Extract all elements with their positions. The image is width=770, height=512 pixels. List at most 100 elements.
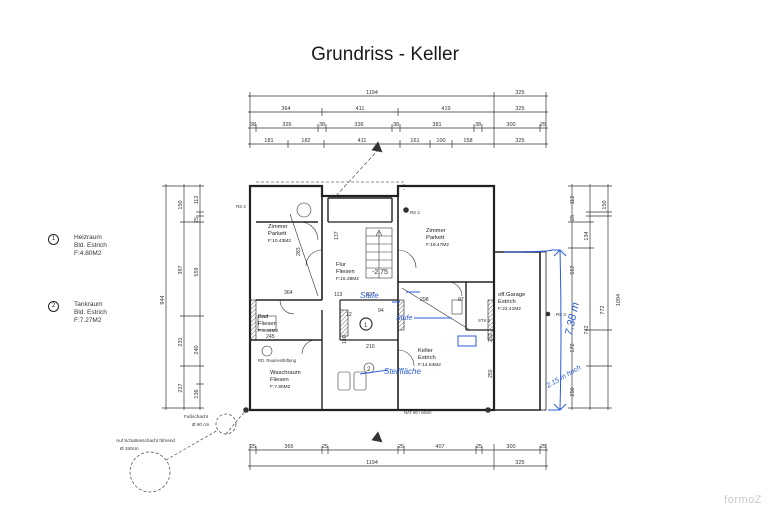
section-lines [289, 141, 471, 443]
left-dimension-lines [162, 184, 204, 410]
handwriting-stufe: Stufe [360, 291, 379, 300]
bottom-dim-label: 365 [284, 444, 293, 450]
right-dim-label: 112 [570, 196, 576, 205]
right-dim-label: 250 [570, 387, 576, 396]
room-name-waschraum: Waschraum [270, 370, 301, 376]
room-circle-number: 2 [367, 367, 371, 373]
right-dim-label: 557 [570, 265, 576, 274]
page-title: Grundriss - Keller [311, 44, 459, 65]
annotation-schacht-d: Ø 60 cm [192, 422, 210, 427]
room-name-bad: Bad [258, 314, 268, 320]
handwriting-stufe-2: Stufe [396, 315, 412, 322]
legend-room-finish: Bld. Estrich [74, 309, 107, 316]
legend-room-area: F:7.27M2 [74, 317, 102, 324]
top-dim-label: 182 [301, 138, 310, 144]
top-dim-label: 181 [264, 138, 273, 144]
top-dim-label: 25 [540, 122, 546, 128]
inner-label: STK 2 [478, 318, 491, 323]
left-dim-label: 217 [178, 383, 184, 392]
top-dim-label: 38 [250, 122, 256, 128]
left-dim-label: 25 [194, 217, 200, 223]
left-dim-label: 231 [178, 337, 184, 346]
annotation-schacht: Fußschacht [184, 414, 209, 419]
handwriting-stellflaeche: Stellfläche [384, 367, 421, 376]
room-area-waschraum: F:7.90M2 [270, 384, 291, 390]
room-finish-bad: Fliesen [258, 321, 277, 327]
top-dim-label: 411 [358, 138, 367, 144]
right-dim-label: 150 [602, 200, 608, 209]
legend-number-2: 2 [48, 301, 59, 312]
room-name-garage: off.Garage [498, 292, 525, 298]
schacht-circles [129, 409, 247, 493]
handwriting-garage-length: 7.38 m [563, 301, 582, 336]
top-dim-label: 38 [393, 122, 399, 128]
inner-label: RS 2 [410, 210, 420, 215]
inner-label: RD. Raumentlüftung [258, 358, 297, 363]
top-dimension-lines [248, 92, 548, 148]
room-area-garage: F:22.41M2 [498, 306, 521, 312]
top-dim-label: 325 [515, 138, 524, 144]
room-finish-zimmer-right: Parkett [426, 235, 445, 241]
legend-room-name: Tankraum [74, 301, 103, 308]
inner-dim: 227 [366, 292, 375, 298]
top-dim-label: 38 [319, 122, 325, 128]
left-dim-label: 150 [178, 200, 184, 209]
left-dim-label: 397 [178, 265, 184, 274]
bottom-dim-label: 407 [435, 444, 444, 450]
top-dim-label: 161 [410, 138, 419, 144]
bottom-dim-label: 25 [398, 444, 404, 450]
room-finish-zimmer-left: Parkett [268, 231, 287, 237]
right-dim-total: 1094 [616, 294, 622, 306]
bottom-dim-total: 1194 [366, 460, 378, 466]
inner-dim: 232 [488, 333, 494, 342]
room-circle-number: 1 [364, 323, 368, 329]
inner-dim: 245 [266, 334, 275, 340]
room-area-bad: F:5.46M2 [258, 328, 279, 334]
handwritten-markup [359, 249, 567, 411]
room-area-flur: F:15.38M2 [336, 276, 359, 282]
room-name-flur: Flur [336, 262, 346, 268]
top-dim-label: 336 [354, 122, 363, 128]
legend-number-1: 1 [48, 234, 59, 245]
annotation-schacht2-d: Ø 150cm [120, 446, 139, 451]
room-area-keller: F:14.54M2 [418, 362, 441, 368]
bottom-dim-label: 25 [476, 444, 482, 450]
bottom-dim-label: 25 [250, 444, 256, 450]
staircase [365, 227, 393, 279]
top-dim-label: 38 [475, 122, 481, 128]
room-finish-garage: Estrich [498, 299, 516, 305]
right-dim-label: 742 [584, 325, 590, 334]
room-area-zimmer-left: F:10.43M2 [268, 238, 291, 244]
inner-dim: 137 [334, 231, 340, 240]
bottom-dim-label: 300 [506, 444, 515, 450]
top-dim-garage: 325 [515, 90, 524, 96]
top-dim-label: 381 [432, 122, 441, 128]
inner-label: RS 2 [236, 204, 246, 209]
legend-item-heizraum: Heizraum Bld. Estrich F:4.80M2 [74, 234, 107, 258]
structural-columns [249, 299, 495, 341]
inner-dim: 283 [296, 247, 302, 256]
bottom-dim-label: 25 [322, 444, 328, 450]
left-dim-label: 559 [194, 267, 200, 276]
top-dim-label: 326 [282, 122, 291, 128]
watermark: formoZ [724, 494, 762, 506]
legend-room-finish: Bld. Estrich [74, 242, 107, 249]
inner-label: NAT 80 / 60cm [404, 410, 432, 415]
inner-dim: 250 [488, 369, 494, 378]
room-name-keller: Keller [418, 348, 433, 354]
door-swings [279, 221, 463, 367]
inner-dim: 12 [346, 312, 352, 318]
room-finish-waschraum: Fliesen [270, 377, 289, 383]
bottom-dim-label: 25 [540, 444, 546, 450]
top-dim-label: 325 [515, 106, 524, 112]
annotation-schacht2: Auf Schattenschacht führend [116, 438, 175, 443]
left-dim-label: 136 [194, 389, 200, 398]
handwriting-garage-height: 2.15 m hoch [545, 364, 583, 390]
top-dim-label: 364 [281, 106, 290, 112]
top-dim-label: 100 [436, 138, 445, 144]
room-name-zimmer-left: Zimmer [268, 224, 288, 230]
left-dim-total: 944 [160, 295, 166, 304]
left-dim-label: 112 [194, 196, 200, 205]
room-area-zimmer-right: F:19.47M2 [426, 242, 449, 248]
